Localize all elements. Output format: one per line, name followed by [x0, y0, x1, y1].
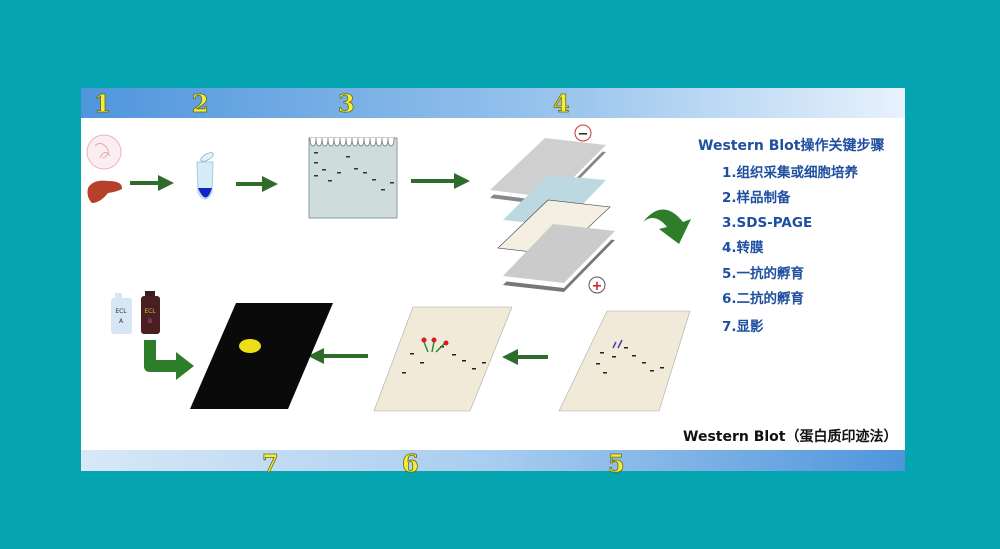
step-number-4: 4: [553, 89, 570, 118]
step-number-2: 2: [192, 89, 209, 118]
negative-electrode-icon: [574, 124, 592, 142]
step-number-6: 6: [402, 449, 419, 478]
sds-page-gel-icon: [308, 137, 398, 219]
diagram-caption: Western Blot（蛋白质印迹法）: [683, 428, 897, 445]
bottom-band: [81, 450, 905, 471]
step-item: 3.SDS-PAGE: [722, 215, 812, 231]
liver-tissue-icon: [87, 180, 123, 203]
step-item: 2.样品制备: [722, 189, 791, 206]
step-number-5: 5: [608, 449, 625, 478]
ecl-b-label: ECL: [144, 308, 156, 315]
step-item: 7.显影: [722, 319, 764, 335]
developed-film-icon: [190, 303, 333, 409]
steps-panel: Western Blot操作关键步骤 1.组织采集或细胞培养 2.样品制备 3.…: [698, 137, 884, 335]
negative-sign: −: [578, 127, 589, 142]
step-number-3: 3: [338, 89, 355, 118]
positive-sign: +: [592, 279, 603, 294]
cell-culture-dish-icon: [86, 134, 122, 170]
ecl-bottle-b-icon: ECL B: [141, 291, 160, 334]
transfer-stack-icon: − +: [490, 124, 615, 294]
step-item: 6.二抗的孵育: [722, 290, 804, 307]
step-item: 1.组织采集或细胞培养: [722, 164, 859, 181]
primary-antibody-membrane-icon: [558, 310, 691, 412]
ecl-bottle-a-icon: ECL A: [111, 293, 132, 334]
steps-title: Western Blot操作关键步骤: [698, 137, 884, 154]
sample-tube-icon: [196, 152, 214, 200]
step-number-7: 7: [262, 449, 279, 478]
step-number-1: 1: [94, 89, 111, 118]
step-item: 4.转膜: [722, 239, 764, 256]
positive-electrode-icon: [588, 276, 606, 294]
secondary-antibody-membrane-icon: [373, 306, 513, 412]
curved-arrow-icon: [643, 209, 691, 244]
ecl-b-sub-label: B: [148, 318, 152, 325]
signal-spot-icon: [239, 339, 261, 353]
step-item: 5.一抗的孵育: [722, 265, 804, 282]
ecl-a-sub-label: A: [119, 318, 124, 325]
top-band: [81, 88, 905, 118]
ecl-a-label: ECL: [115, 308, 127, 315]
bent-arrow-icon: [144, 340, 194, 380]
